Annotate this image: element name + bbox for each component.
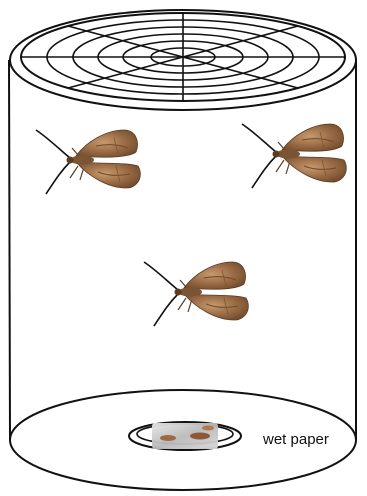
wet-paper-dish bbox=[129, 422, 241, 450]
wet-paper-label: wet paper bbox=[262, 431, 329, 448]
mesh-lid bbox=[10, 10, 356, 110]
paper-item bbox=[190, 433, 210, 440]
paper-item bbox=[160, 435, 176, 441]
moth-upper-right bbox=[242, 124, 346, 188]
moth-center bbox=[144, 262, 248, 326]
moth-upper-left bbox=[36, 130, 140, 194]
cylinder-left-wall bbox=[9, 60, 10, 440]
paper-item bbox=[202, 426, 214, 431]
